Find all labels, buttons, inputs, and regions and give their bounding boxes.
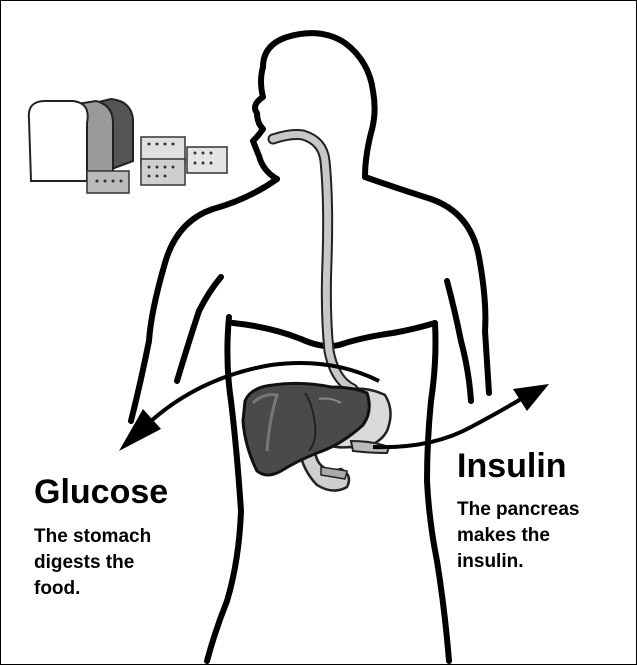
food-icon [29, 99, 227, 193]
insulin-arrow [373, 384, 549, 447]
esophagus [273, 135, 353, 390]
insulin-description: The pancreas makes the insulin. [457, 497, 627, 575]
glucose-description: The stomach digests the food. [34, 524, 204, 602]
glucose-description-line: food. [34, 576, 204, 602]
insulin-title: Insulin [457, 449, 567, 483]
insulin-description-line: insulin. [457, 549, 627, 575]
insulin-description-line: The pancreas [457, 497, 627, 523]
glucose-title: Glucose [34, 475, 168, 509]
glucose-description-line: The stomach [34, 524, 204, 550]
glucose-description-line: digests the [34, 550, 204, 576]
insulin-description-line: makes the [457, 523, 627, 549]
